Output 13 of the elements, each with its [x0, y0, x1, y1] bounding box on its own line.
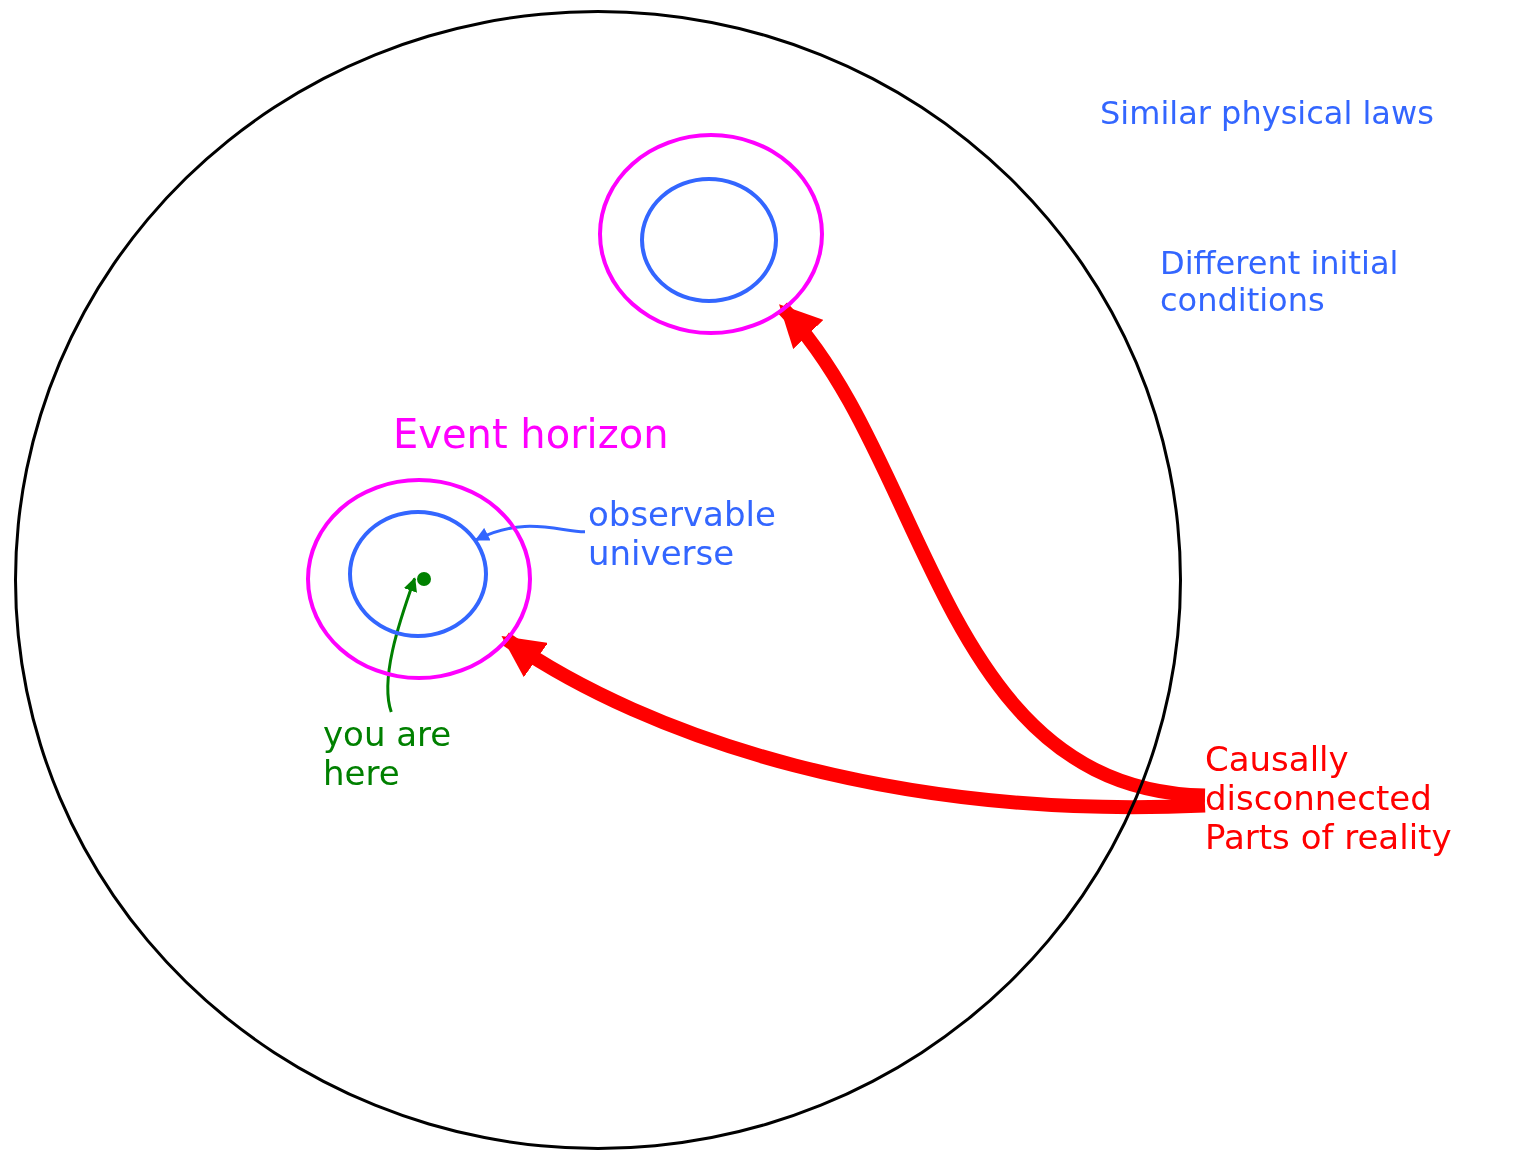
event-horizon-heading: Event horizon [393, 411, 669, 457]
physical-laws-note: Similar physical laws [1100, 95, 1435, 132]
observable-universe-circle [348, 510, 488, 638]
observable-universe-circle [640, 177, 778, 303]
causally-disconnected-label: Causally disconnected Parts of reality [1205, 740, 1495, 858]
arrow [386, 577, 418, 713]
arrow [776, 302, 1206, 803]
position-dot [417, 572, 431, 586]
event-horizon-circle [598, 133, 824, 335]
arrow [474, 524, 586, 542]
initial-conditions-note: Different initial conditions [1160, 245, 1400, 319]
you-are-here-label: you are here [323, 715, 493, 794]
observable-universe-label: observable universe [588, 495, 838, 574]
